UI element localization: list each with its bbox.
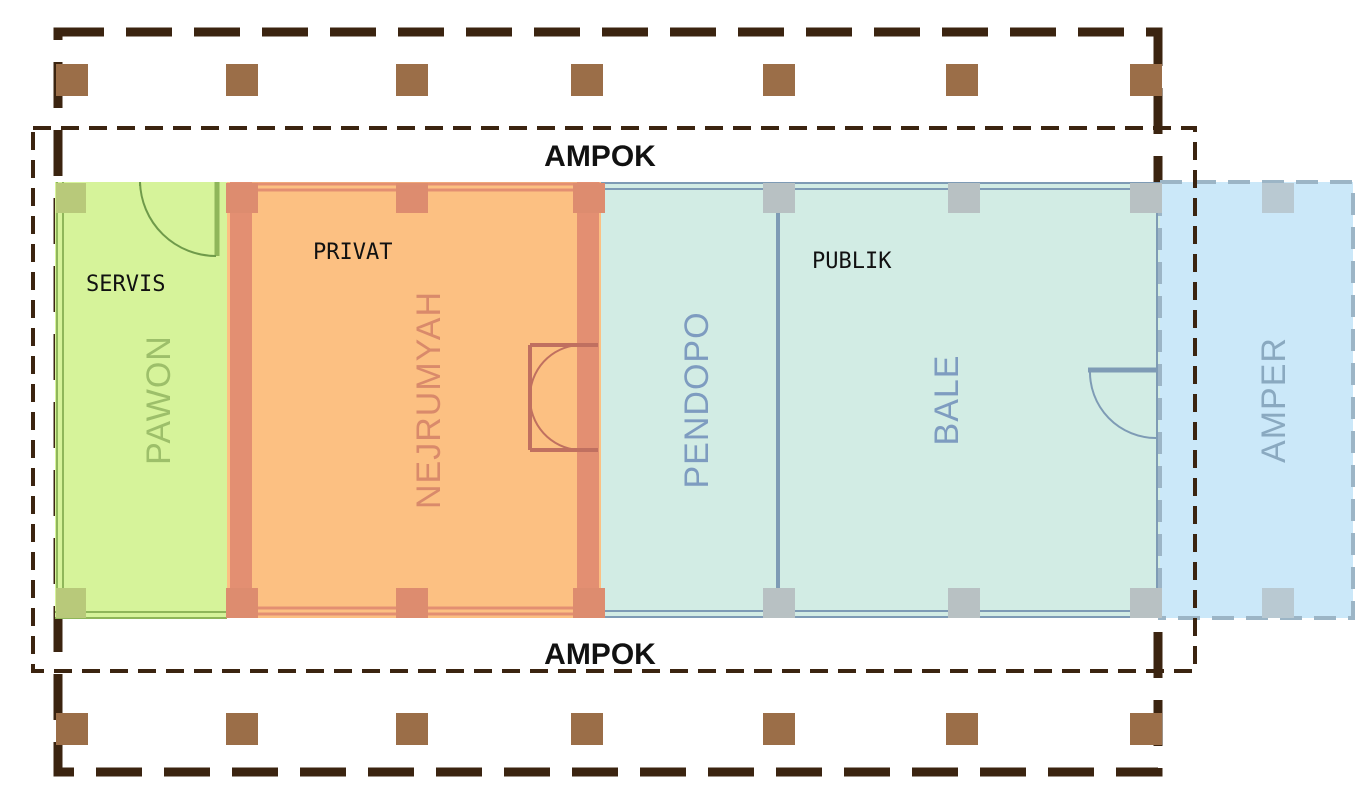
column — [946, 64, 978, 96]
privat-zone-fill — [227, 182, 601, 618]
column — [56, 713, 88, 745]
ampok-boundary — [31, 126, 1197, 673]
room-label-pawon: PAWON — [140, 335, 178, 465]
zone-label-privat: PRIVAT — [313, 240, 392, 265]
amper-boundary — [1158, 180, 1355, 620]
column — [226, 713, 258, 745]
amper-columns — [1262, 183, 1294, 618]
room-label-amper: AMPER — [1255, 337, 1293, 463]
column — [763, 64, 795, 96]
column — [571, 64, 603, 96]
column — [396, 64, 428, 96]
outer-columns-top — [56, 64, 1162, 96]
amper-zone-fill — [1160, 182, 1353, 618]
column — [1130, 713, 1162, 745]
zone-label-servis: SERVIS — [86, 272, 165, 297]
column — [1130, 64, 1162, 96]
ampok-label-top: AMPOK — [544, 140, 656, 173]
publik-walls — [601, 182, 1160, 618]
servis-columns — [56, 183, 86, 618]
ampok-label-bottom: AMPOK — [544, 638, 656, 671]
column — [571, 713, 603, 745]
column — [226, 64, 258, 96]
privat-columns — [226, 183, 605, 618]
column — [763, 713, 795, 745]
outer-columns-bottom — [56, 713, 1162, 745]
publik-columns — [763, 183, 1162, 618]
bale-door — [1088, 367, 1157, 439]
room-label-bale: BALE — [928, 355, 966, 446]
pawon-door — [139, 181, 217, 257]
column — [946, 713, 978, 745]
room-label-nejrumyah: NEJRUMYAH — [410, 291, 448, 509]
zone-label-publik: PUBLIK — [812, 249, 892, 274]
room-label-pendopo: PENDOPO — [678, 311, 716, 488]
publik-zone-fill — [601, 182, 1160, 618]
column — [56, 64, 88, 96]
nejrumyah-door — [528, 343, 598, 452]
column — [396, 713, 428, 745]
